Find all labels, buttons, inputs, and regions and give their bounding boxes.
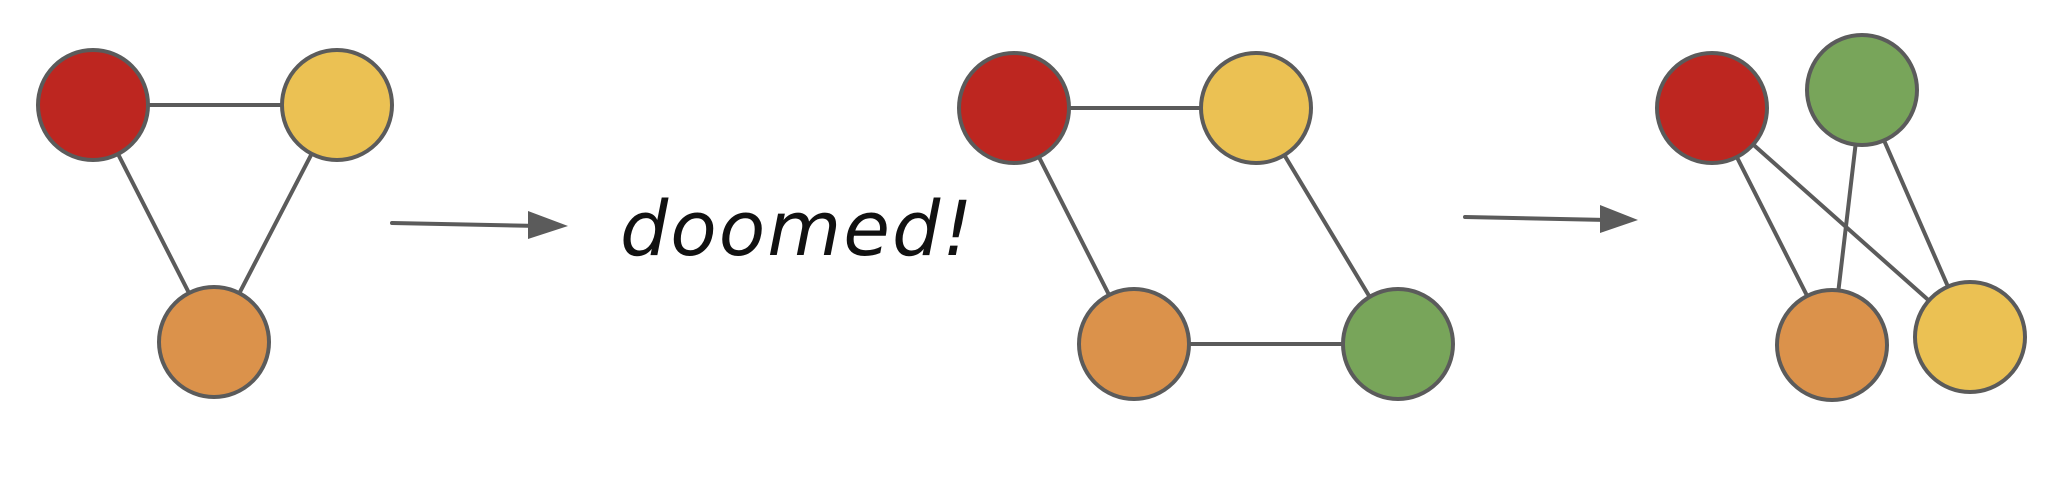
node-orange	[157, 285, 271, 399]
bipartite-graph	[1655, 33, 2027, 402]
arrow-1-head	[528, 211, 568, 239]
node-green-3	[1805, 33, 1919, 147]
arrow-2	[1463, 205, 1638, 233]
node-orange-2	[1077, 287, 1191, 401]
arrow-2-shaft	[1463, 215, 1610, 222]
arrow-1	[390, 211, 568, 239]
arrow-2-head	[1600, 205, 1638, 233]
node-red	[36, 48, 150, 162]
node-yellow-3	[1913, 280, 2027, 394]
node-red-3	[1655, 51, 1769, 165]
node-orange-3	[1775, 288, 1889, 402]
edge-red-yellow-3	[1710, 106, 1972, 339]
doomed-label: doomed!	[620, 184, 975, 273]
node-red-2	[957, 51, 1071, 165]
node-yellow-2	[1199, 51, 1313, 165]
node-green-2	[1341, 287, 1455, 401]
triangle-graph	[36, 48, 394, 399]
arrow-1-shaft	[390, 221, 542, 228]
square-graph	[957, 51, 1455, 401]
node-yellow	[280, 48, 394, 162]
